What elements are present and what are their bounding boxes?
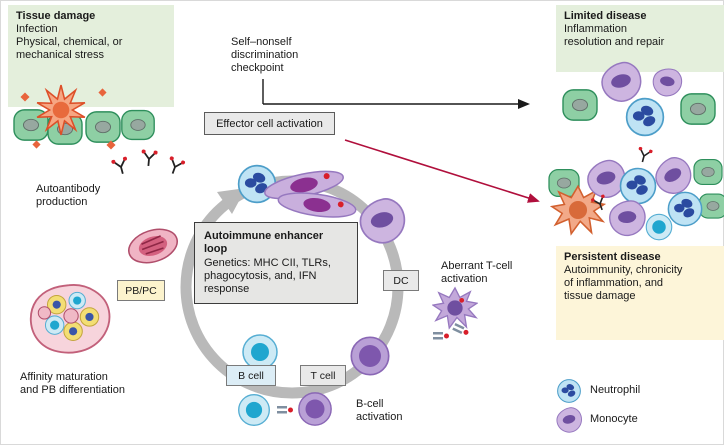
loop-box-body: Genetics: MHC CII, TLRs, phagocytosis, a…	[204, 257, 331, 295]
limited-disease-title: Limited disease	[564, 10, 647, 22]
monocyte-icon	[554, 406, 584, 434]
debris-icon	[20, 92, 30, 102]
tissue-damage-title: Tissue damage	[16, 10, 96, 22]
epithelial-cell-icon	[678, 92, 718, 126]
node-t-cell: T cell	[300, 365, 346, 386]
epithelial-cell-icon	[692, 158, 724, 186]
b-cell-icon	[236, 392, 272, 428]
debris-icon	[106, 140, 116, 150]
persistent-disease-panel: Persistent disease Autoimmunity, chronic…	[556, 246, 724, 340]
t-cell-icon	[348, 334, 392, 378]
node-b-cell: B cell	[226, 365, 276, 386]
tissue-damage-body: Infection Physical, chemical, or mechani…	[16, 23, 123, 61]
limited-disease-body: Inflammation resolution and repair	[564, 23, 665, 48]
checkpoint-label: Self–nonself discrimination checkpoint	[231, 36, 299, 74]
b-cell-icon	[644, 212, 674, 242]
epithelial-cell-icon	[120, 108, 156, 142]
monocyte-icon	[356, 196, 408, 246]
antibody-icon	[139, 149, 159, 169]
plasma-cell-cluster-icon	[26, 282, 112, 356]
autoimmune-enhancer-loop-box: Autoimmune enhancer loop Genetics: MHC C…	[194, 222, 358, 304]
antibody-icon	[110, 156, 132, 178]
neutrophil-icon	[624, 96, 666, 138]
epithelial-cell-icon	[84, 110, 122, 144]
neutrophil-icon	[556, 378, 582, 404]
loop-box-title: Autoimmune enhancer loop	[204, 230, 324, 255]
antibody-icon	[163, 155, 186, 178]
plasmablast-icon	[122, 221, 184, 272]
b-cell-activation-label: B-cell activation	[356, 398, 403, 423]
debris-icon	[98, 88, 107, 97]
damage-starburst-icon	[34, 84, 88, 136]
receptor-icon	[432, 330, 450, 342]
node-dc: DC	[383, 270, 419, 291]
legend-label-monocyte: Monocyte	[590, 413, 638, 425]
affinity-maturation-label: Affinity maturation and PB differentiati…	[20, 371, 125, 396]
t-cell-icon	[296, 390, 334, 428]
aberrant-t-cell-activation-label: Aberrant T-cell activation	[441, 260, 513, 285]
persistent-disease-body: Autoimmunity, chronicity of inflammation…	[564, 264, 683, 302]
persistent-disease-title: Persistent disease	[564, 251, 661, 263]
receptor-icon	[276, 404, 294, 416]
effector-cell-activation-box: Effector cell activation	[204, 112, 335, 135]
debris-icon	[32, 140, 41, 149]
limited-disease-panel: Limited disease Inflammation resolution …	[556, 5, 724, 72]
epithelial-cell-icon	[560, 88, 600, 122]
tissue-damage-panel: Tissue damage Infection Physical, chemic…	[8, 5, 174, 107]
node-pbpc: PB/PC	[117, 280, 165, 301]
persistent-disease-arrow	[344, 139, 540, 203]
legend-label-neutrophil: Neutrophil	[590, 384, 641, 396]
autoantibody-production-label: Autoantibody production	[36, 183, 101, 208]
